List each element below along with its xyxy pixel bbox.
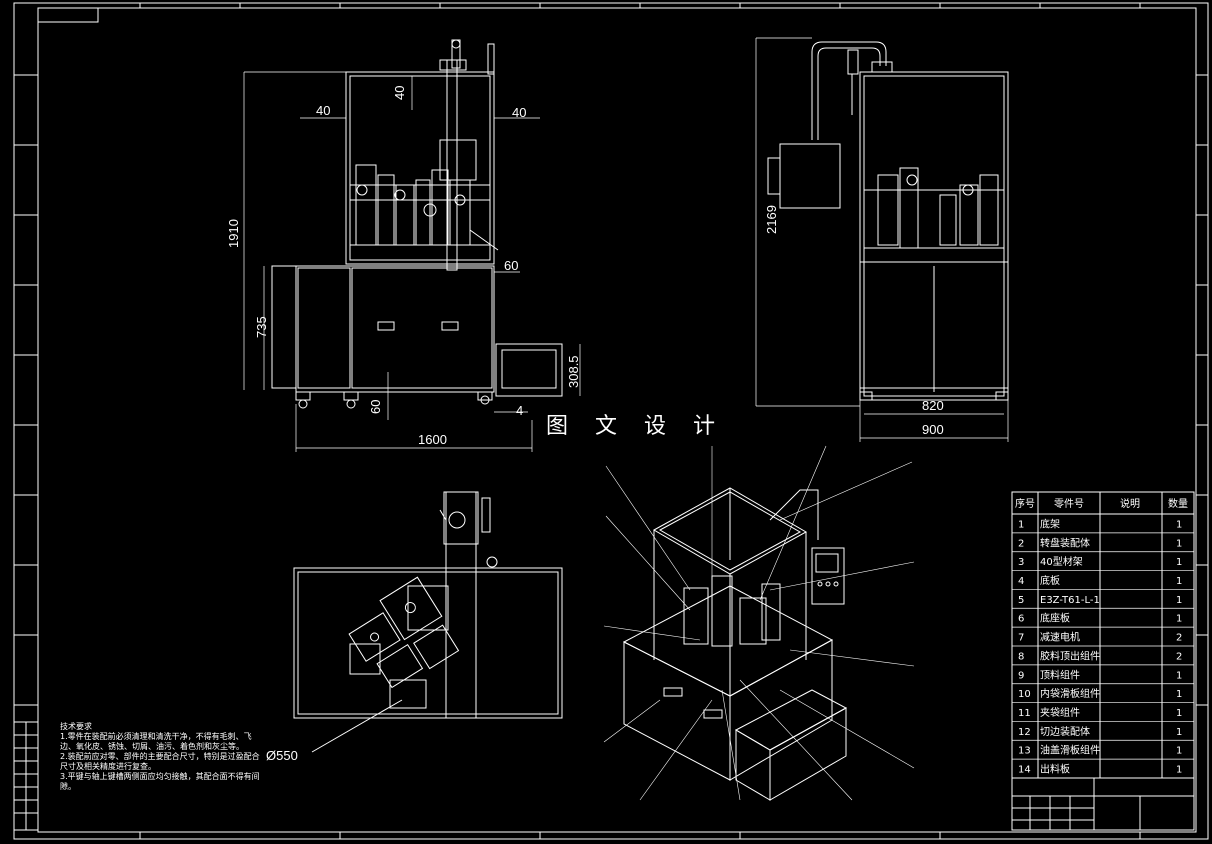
dim-side-2169: 2169 <box>764 205 779 234</box>
bom-row-qty: 2 <box>1176 633 1182 644</box>
dim-front-60-right: 60 <box>504 258 518 273</box>
top-view <box>293 491 563 753</box>
dim-side-820: 820 <box>922 398 944 413</box>
sheet-frame <box>13 2 1209 840</box>
bom-row-name: 胶料顶出组件 <box>1040 649 1100 662</box>
bom-row-no: 7 <box>1018 633 1024 644</box>
bom-row-qty: 1 <box>1176 614 1182 625</box>
bom-row-no: 2 <box>1018 538 1024 549</box>
bom-row-name: 底板 <box>1040 574 1060 587</box>
bom-row-no: 1 <box>1018 519 1024 530</box>
dim-front-1910: 1910 <box>226 219 241 248</box>
bom-row-qty: 1 <box>1176 727 1182 738</box>
notes-line-2: 2.装配前应对零、部件的主要配合尺寸，特别是过盈配合尺寸及相关精度进行复查。 <box>60 752 260 771</box>
bom-header-part: 零件号 <box>1054 498 1084 510</box>
bom-row-name: 油盖滑板组件 <box>1040 744 1100 757</box>
bom-row-name: 40型材架 <box>1040 555 1083 568</box>
bom-header-qty: 数量 <box>1168 497 1188 510</box>
bom-row-no: 14 <box>1018 765 1031 776</box>
bom-row-qty: 1 <box>1176 708 1182 719</box>
dim-front-4: 4 <box>516 403 523 418</box>
bom-row-no: 12 <box>1018 727 1031 738</box>
side-view <box>755 37 1009 442</box>
technical-notes: 技术要求 1.零件在装配前必须清理和清洗干净，不得有毛刺、飞边、氧化皮、锈蚀、切… <box>60 722 260 792</box>
bom-header-no: 序号 <box>1015 497 1035 510</box>
bom-header-desc: 说明 <box>1120 497 1140 510</box>
bom-row-qty: 1 <box>1176 538 1182 549</box>
bom-row-name: 转盘装配体 <box>1040 536 1090 549</box>
bom-row-no: 3 <box>1018 557 1024 568</box>
bom-headers: 序号 零件号 说明 数量 <box>1015 497 1188 510</box>
dim-front-60-bottom: 60 <box>368 400 383 414</box>
bom-row-no: 10 <box>1018 689 1031 700</box>
bom-row-qty: 1 <box>1176 576 1182 587</box>
bom-row-qty: 1 <box>1176 519 1182 530</box>
notes-line-1: 1.零件在装配前必须清理和清洗干净，不得有毛刺、飞边、氧化皮、锈蚀、切屑、油污、… <box>60 732 252 751</box>
bom-row-no: 11 <box>1018 708 1031 719</box>
side-view-dimensions: 2169 820 900 <box>764 205 944 437</box>
dim-top-diameter: Ø550 <box>266 748 298 763</box>
bom-row-no: 9 <box>1018 670 1024 681</box>
front-view-dimensions: 40 40 40 1910 60 735 308.5 60 4 1600 <box>226 86 581 447</box>
isometric-view <box>603 445 915 801</box>
bom-row-qty: 2 <box>1176 651 1182 662</box>
bom-row-no: 5 <box>1018 595 1024 606</box>
bom-row-name: E3Z-T61-L-1 <box>1040 595 1100 606</box>
bom-row-no: 8 <box>1018 651 1024 662</box>
dim-front-right-40: 40 <box>512 105 526 120</box>
notes-line-3: 3.平键与轴上键槽两侧面应均匀接触，其配合面不得有间隙。 <box>60 772 260 791</box>
bom-row-qty: 1 <box>1176 557 1182 568</box>
watermark: 图 文 设 计 <box>546 414 725 439</box>
bom-row-no: 13 <box>1018 746 1031 757</box>
bom-row-name: 底架 <box>1040 517 1060 530</box>
dim-side-900: 900 <box>922 422 944 437</box>
dim-front-735: 735 <box>254 316 269 338</box>
notes-title: 技术要求 <box>60 722 92 731</box>
bom-row-no: 6 <box>1018 614 1024 625</box>
bom-row-qty: 1 <box>1176 689 1182 700</box>
bom-row-name: 夹袋组件 <box>1040 706 1080 719</box>
bom-row-no: 4 <box>1018 576 1024 587</box>
dim-front-308-5: 308.5 <box>566 355 581 388</box>
bom-row-name: 内袋滑板组件 <box>1040 687 1100 700</box>
bom-row-qty: 1 <box>1176 746 1182 757</box>
bom-row-qty: 1 <box>1176 670 1182 681</box>
bom-row-qty: 1 <box>1176 595 1182 606</box>
dim-front-1600: 1600 <box>418 432 447 447</box>
dim-front-left-40: 40 <box>316 103 330 118</box>
bom-table <box>1011 491 1195 831</box>
bom-row-qty: 1 <box>1176 765 1182 776</box>
front-view <box>243 39 581 452</box>
dim-front-top-40: 40 <box>392 86 407 100</box>
bom-row-name: 切边装配体 <box>1040 725 1090 738</box>
top-view-dimensions: Ø550 <box>266 748 298 763</box>
bom-row-name: 减速电机 <box>1040 631 1080 644</box>
bom-row-name: 顶料组件 <box>1040 668 1080 681</box>
bom-row-name: 底座板 <box>1040 612 1070 625</box>
bom-row-name: 出料板 <box>1040 763 1070 776</box>
